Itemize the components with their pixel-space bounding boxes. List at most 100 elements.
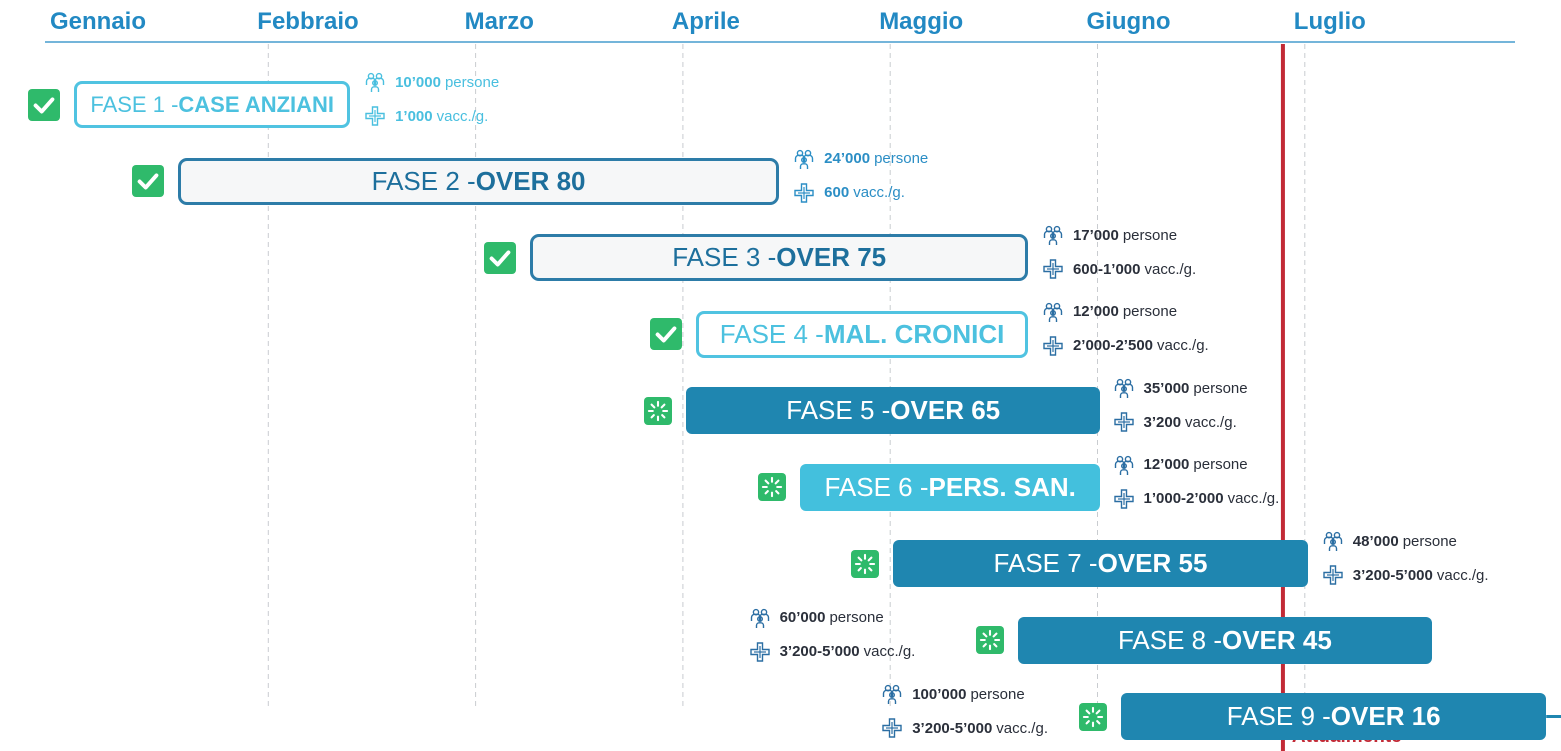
checkmark-icon bbox=[137, 173, 159, 190]
status-done-icon bbox=[132, 165, 164, 197]
phase-label: FASE 1 - bbox=[90, 91, 179, 117]
rate-unit: vacc./g. bbox=[1227, 490, 1280, 507]
medical-cross-icon bbox=[364, 105, 386, 127]
phase-bar-6: FASE 6 - PERS. SAN. bbox=[799, 463, 1101, 511]
people-group-icon bbox=[364, 71, 386, 93]
status-done-icon bbox=[484, 241, 517, 274]
rate-unit: vacc./g. bbox=[853, 184, 905, 201]
phase-bar-2: FASE 2 - OVER 80 bbox=[178, 157, 780, 205]
phase-group: OVER 45 bbox=[1221, 624, 1332, 655]
vaccination-rate: 600-1’000 bbox=[1072, 260, 1141, 278]
vaccination-rate: 1’000-2’000 bbox=[1143, 490, 1224, 507]
phase-group: OVER 80 bbox=[475, 165, 586, 196]
medical-cross-icon bbox=[1042, 335, 1064, 357]
medical-cross-icon bbox=[1042, 258, 1064, 280]
people-unit: persone bbox=[874, 150, 929, 167]
phase-group: MAL. CRONICI bbox=[823, 318, 1005, 349]
loading-spinner-icon bbox=[979, 629, 1000, 651]
loading-spinner-icon bbox=[761, 476, 783, 498]
people-unit: persone bbox=[1122, 226, 1178, 244]
people-unit: persone bbox=[1193, 456, 1248, 473]
people-count: 17’000 bbox=[1072, 226, 1119, 244]
people-count: 12’000 bbox=[1072, 303, 1119, 320]
phase-label: FASE 4 - bbox=[719, 318, 824, 349]
loading-spinner-icon bbox=[1083, 706, 1104, 727]
vaccination-rate: 3’200-5’000 bbox=[779, 643, 860, 660]
month-label-marzo: Marzo bbox=[464, 8, 534, 35]
phase-group: CASE ANZIANI bbox=[178, 91, 335, 117]
phase-group: OVER 16 bbox=[1330, 701, 1441, 731]
status-in-progress-icon bbox=[757, 473, 786, 501]
vaccination-rate: 600 bbox=[824, 184, 850, 201]
people-group-icon bbox=[1042, 301, 1064, 323]
people-count: 100’000 bbox=[912, 685, 967, 703]
medical-cross-icon bbox=[749, 641, 771, 663]
checkmark-icon bbox=[490, 249, 511, 266]
phase-group: OVER 75 bbox=[776, 242, 887, 272]
people-count: 35’000 bbox=[1143, 379, 1190, 397]
rate-unit: vacc./g. bbox=[996, 719, 1048, 737]
people-group-icon bbox=[1113, 454, 1135, 476]
people-unit: persone bbox=[1402, 532, 1457, 550]
people-count: 48’000 bbox=[1352, 532, 1399, 550]
medical-cross-icon bbox=[1113, 488, 1135, 510]
vaccination-rate: 3’200-5’000 bbox=[1352, 566, 1433, 584]
phase-label: FASE 3 - bbox=[672, 242, 777, 272]
rate-unit: vacc./g. bbox=[1157, 337, 1209, 354]
people-unit: persone bbox=[1122, 303, 1178, 320]
status-in-progress-icon bbox=[851, 549, 880, 578]
phase-label: FASE 9 - bbox=[1226, 701, 1331, 731]
phase-label: FASE 7 - bbox=[993, 548, 1098, 578]
people-count: 10’000 bbox=[395, 73, 441, 91]
loading-spinner-icon bbox=[855, 553, 876, 574]
month-label-gennaio: Gennaio bbox=[50, 8, 147, 35]
people-unit: persone bbox=[444, 73, 500, 91]
checkmark-icon bbox=[33, 96, 55, 113]
phase-group: PERS. SAN. bbox=[928, 471, 1076, 502]
loading-spinner-icon bbox=[647, 400, 669, 421]
people-count: 12’000 bbox=[1143, 456, 1190, 473]
rate-unit: vacc./g. bbox=[1144, 260, 1197, 278]
people-group-icon bbox=[1322, 530, 1344, 552]
vaccination-rate: 1’000 bbox=[395, 107, 433, 125]
month-label-febbraio: Febbraio bbox=[257, 8, 359, 35]
vaccination-rate: 2’000-2’500 bbox=[1072, 337, 1154, 354]
medical-cross-icon bbox=[1113, 411, 1135, 433]
status-done-icon bbox=[28, 88, 61, 121]
medical-cross-icon bbox=[1322, 564, 1344, 586]
rate-unit: vacc./g. bbox=[863, 643, 916, 660]
people-group-icon bbox=[881, 683, 903, 705]
phase-label: FASE 5 - bbox=[786, 395, 891, 425]
status-in-progress-icon bbox=[975, 626, 1004, 654]
status-done-icon bbox=[650, 318, 683, 350]
status-in-progress-icon bbox=[643, 396, 672, 425]
phase-bar-8: FASE 8 - OVER 45 bbox=[1017, 616, 1433, 664]
people-group-icon bbox=[749, 607, 771, 629]
phase-label: FASE 6 - bbox=[824, 471, 929, 502]
phase-bar-4: FASE 4 - MAL. CRONICI bbox=[696, 310, 1028, 358]
month-label-aprile: Aprile bbox=[671, 8, 740, 35]
status-in-progress-icon bbox=[1079, 702, 1108, 731]
phase-bar-3: FASE 3 - OVER 75 bbox=[530, 234, 1028, 281]
phase-group: OVER 55 bbox=[1097, 548, 1208, 578]
medical-cross-icon bbox=[793, 182, 815, 204]
people-unit: persone bbox=[1193, 379, 1248, 397]
rate-unit: vacc./g. bbox=[1185, 413, 1237, 431]
